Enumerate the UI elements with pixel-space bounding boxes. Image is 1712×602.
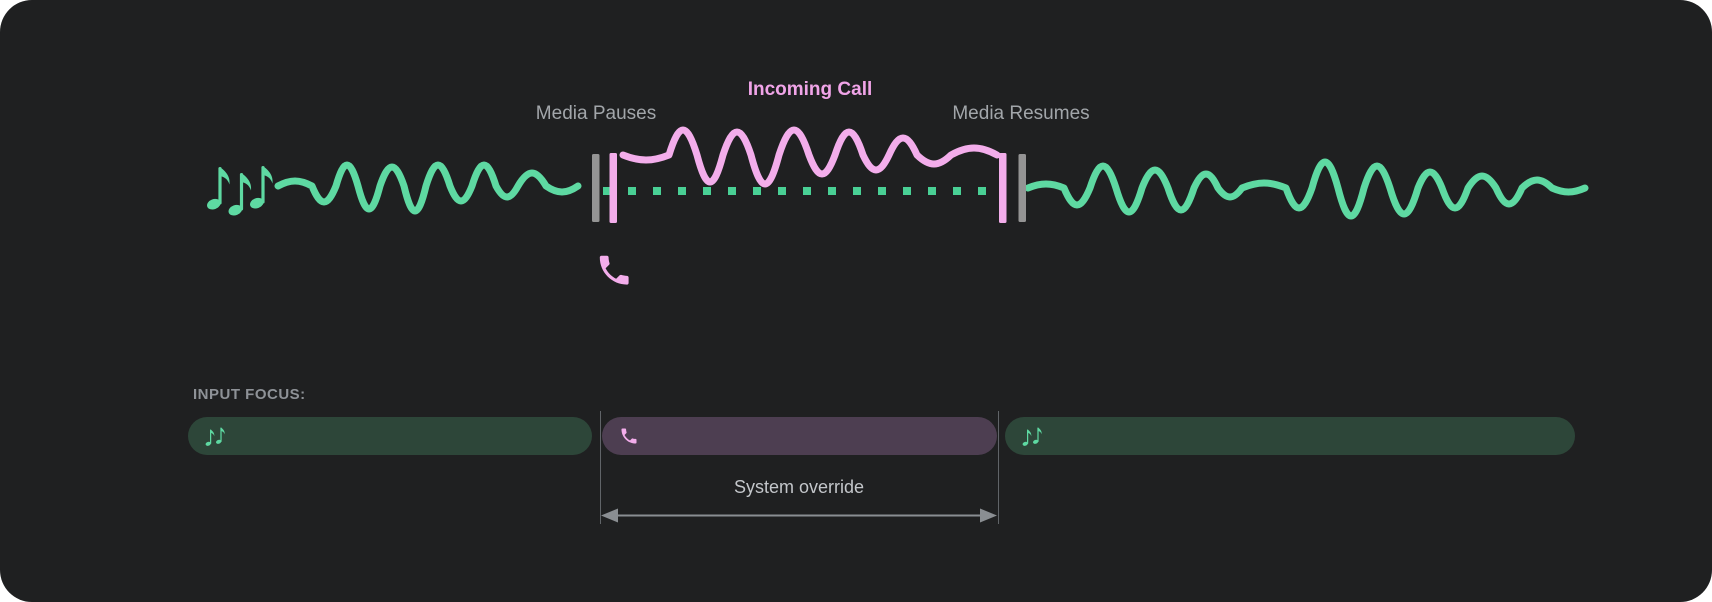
music-notes-icon (205, 166, 273, 218)
wave-call (619, 126, 1001, 188)
music-notes-icon (1022, 427, 1042, 446)
wave-media-after (1024, 158, 1589, 220)
override-guide-line-left (600, 411, 601, 524)
override-guide-line-right (998, 411, 999, 524)
input-focus-label: INPUT FOCUS: (193, 386, 306, 403)
media-pauses-label: Media Pauses (535, 103, 657, 124)
music-notes-icon (205, 427, 225, 446)
system-override-label: System override (733, 477, 865, 497)
pause-marker-gray-bar (592, 154, 600, 222)
phone-icon (621, 428, 637, 444)
focus-pill-media-after (1005, 417, 1575, 455)
incoming-call-label: Incoming Call (747, 79, 873, 100)
resume-marker-gray-bar (1018, 154, 1026, 222)
media-resumes-label: Media Resumes (952, 103, 1090, 124)
system-override-arrow (601, 508, 997, 523)
phone-icon (599, 255, 629, 285)
focus-pill-call-override (602, 417, 997, 455)
pause-marker-pink-bar (609, 153, 617, 223)
wave-media-before (274, 161, 582, 215)
focus-pill-media-before (188, 417, 592, 455)
resume-marker-pink-bar (999, 153, 1007, 223)
